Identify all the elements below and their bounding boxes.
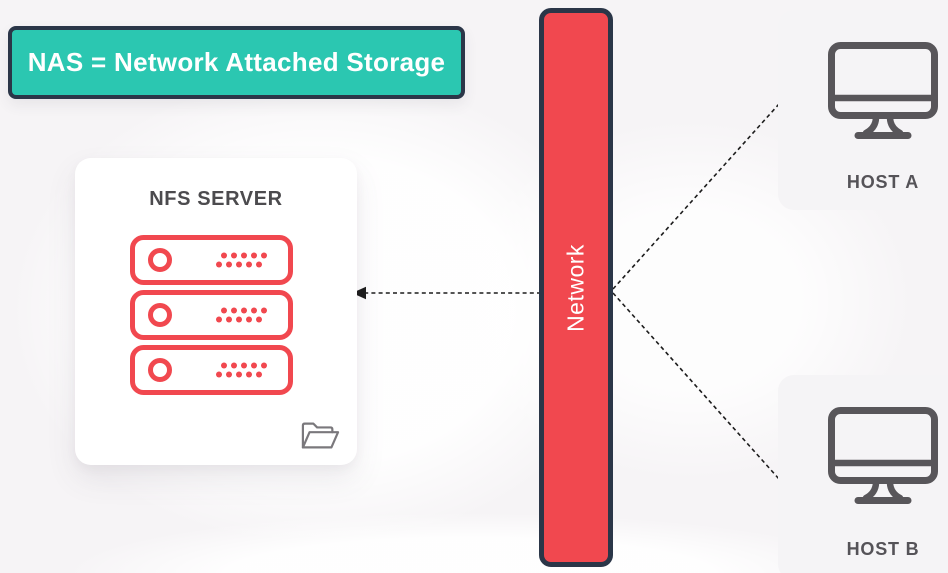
host-b-label: HOST B	[846, 539, 920, 559]
line-network-to-host-a	[612, 103, 780, 290]
open-folder-icon	[301, 422, 340, 449]
host-a-card: HOST A	[778, 10, 948, 210]
host-a-label: HOST A	[846, 172, 920, 192]
line-network-to-host-b	[612, 292, 780, 480]
host-b-card: HOST B	[778, 375, 948, 573]
nfs-server-card: NFS SERVER	[75, 158, 357, 465]
monitor-icon	[828, 42, 938, 139]
network-bar: Network	[539, 8, 613, 567]
nfs-server-title: NFS SERVER	[149, 188, 283, 210]
network-label: Network	[562, 243, 589, 332]
nas-definition-text: NAS = Network Attached Storage	[27, 47, 446, 77]
server-stack-icon	[130, 235, 293, 395]
nas-definition-banner: NAS = Network Attached Storage	[8, 26, 465, 99]
monitor-icon	[828, 407, 938, 504]
